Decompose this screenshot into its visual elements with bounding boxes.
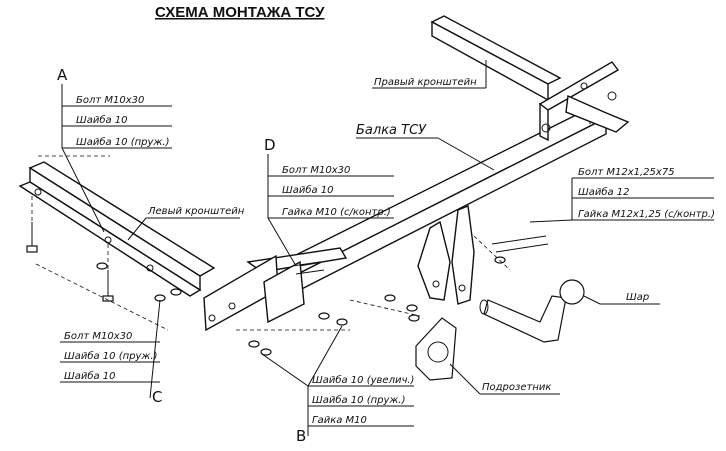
callout-right-line-3: Гайка М12х1,25 (с/контр.): [578, 209, 715, 220]
label-right-bracket: Правый кронштейн: [374, 77, 477, 88]
callout-d-line-1: Болт М10х30: [282, 165, 350, 176]
callout-c-letter: C: [152, 388, 162, 406]
callout-d: D Болт М10х30 Шайба 10 Гайка М10 (с/конт…: [264, 136, 394, 267]
label-left-bracket: Левый кронштейн: [147, 206, 245, 217]
label-socket-plate: Подрозетник: [482, 382, 551, 393]
callout-right-line-1: Болт М12х1,25х75: [578, 167, 675, 178]
callout-d-line-2: Шайба 10: [282, 184, 334, 196]
assembly-guides: [31, 155, 511, 331]
callout-a-line-1: Болт М10х30: [76, 95, 144, 106]
callout-a-letter: A: [57, 66, 68, 84]
callout-d-line-3: Гайка М10 (с/контр.): [282, 207, 391, 218]
label-beam: Балка ТСУ: [356, 123, 427, 138]
callout-b-line-1: Шайба 10 (увелич.): [312, 374, 414, 386]
callout-c-line-3: Шайба 10: [64, 370, 116, 382]
callout-a: A Болт М10х30 Шайба 10 Шайба 10 (пруж.): [57, 66, 172, 233]
callout-b-line-3: Гайка М10: [312, 415, 367, 426]
callout-right-line-2: Шайба 12: [578, 186, 630, 198]
hitch-plates: [417, 205, 475, 305]
diagram-title: СХЕМА МОНТАЖА ТСУ: [155, 4, 325, 21]
callout-c-line-1: Болт М10х30: [64, 331, 132, 342]
label-ball: Шар: [626, 292, 649, 303]
beam-end-plate: [203, 254, 305, 332]
tow-bar-beam: [246, 107, 608, 302]
ball-hook: [479, 279, 585, 343]
callout-a-line-3: Шайба 10 (пруж.): [76, 136, 170, 148]
socket-plate: [415, 317, 457, 381]
callout-right-bolts: Болт М12х1,25х75 Шайба 12 Гайка М12х1,25…: [529, 167, 715, 223]
part-labels: Правый кронштейн Балка ТСУ Левый кронште…: [127, 60, 660, 395]
callout-b-line-2: Шайба 10 (пруж.): [312, 394, 406, 406]
callout-b: Шайба 10 (увелич.) Шайба 10 (пруж.) Гайк…: [261, 325, 414, 445]
callout-b-letter: B: [296, 427, 306, 445]
callout-d-letter: D: [264, 136, 276, 154]
callout-a-line-2: Шайба 10: [76, 114, 128, 126]
fasteners: [26, 222, 549, 356]
right-bracket: [430, 15, 630, 142]
callout-c: Болт М10х30 Шайба 10 (пруж.) Шайба 10 C: [60, 299, 162, 406]
callout-c-line-2: Шайба 10 (пруж.): [64, 350, 158, 362]
left-bracket: [18, 161, 216, 297]
